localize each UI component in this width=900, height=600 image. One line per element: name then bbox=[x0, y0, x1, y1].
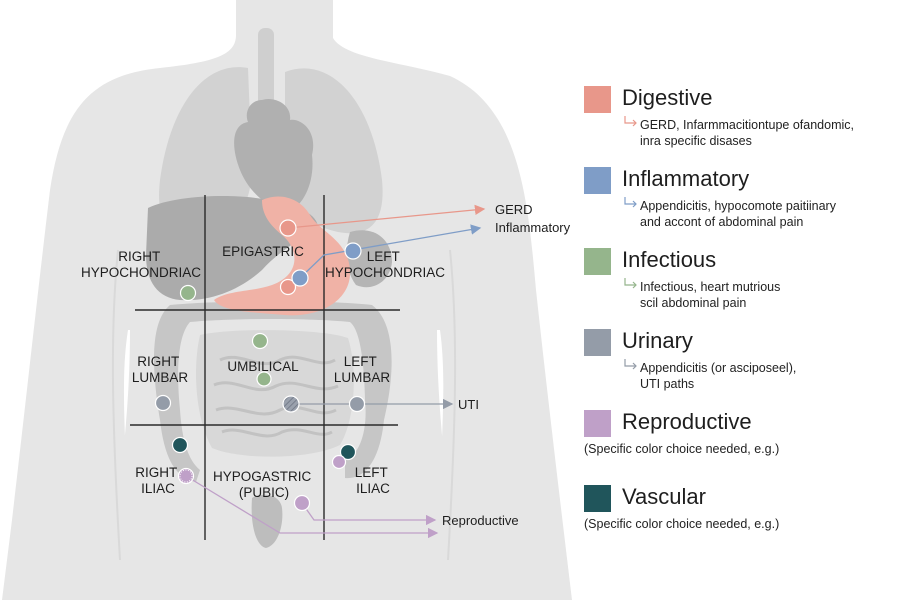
marker-reproductive-left-iliac bbox=[331, 454, 347, 470]
small-intestine-folds bbox=[213, 355, 339, 438]
large-intestine bbox=[154, 301, 392, 482]
arm-edge-left bbox=[447, 249, 457, 561]
region-label-umbilical: UMBILICAL bbox=[227, 359, 299, 374]
legend-swatch-inflammatory bbox=[584, 167, 611, 194]
legend-item-digestive: Digestive GERD, Infarmmacitiontupe ofand… bbox=[584, 84, 894, 149]
small-intestine bbox=[196, 330, 354, 457]
gerd-callout-line bbox=[287, 204, 486, 229]
marker-urinary-umbilical bbox=[282, 395, 300, 413]
legend-swatch-digestive bbox=[584, 86, 611, 113]
region-label-hypogastric: HYPOGASTRIC (PUBIC) bbox=[213, 469, 315, 500]
legend-swatch-urinary bbox=[584, 329, 611, 356]
legend-desc-digestive: GERD, Infarmmacitiontupe ofandomic, inra… bbox=[622, 116, 894, 149]
reproductive-callout-line-2 bbox=[185, 475, 439, 539]
callout-label-reproductive: Reproductive bbox=[442, 513, 519, 528]
region-label-right-lumbar: RIGHT LUMBAR bbox=[132, 354, 189, 385]
region-label-right-iliac: RIGHT ILIAC bbox=[135, 465, 181, 496]
callout-label-gerd: GERD bbox=[495, 202, 533, 217]
legend-desc-line: (Specific color choice needed, e.g.) bbox=[584, 442, 780, 456]
legend-desc-line: Appendicitis, hypocomote paitiinary bbox=[640, 199, 836, 213]
condition-markers bbox=[154, 219, 366, 512]
callout-lines bbox=[185, 204, 486, 539]
legend-desc-urinary: Appendicitis (or asciposeel), UTI paths bbox=[622, 359, 894, 392]
arm-edge-right bbox=[111, 249, 121, 561]
legend-swatch-vascular bbox=[584, 485, 611, 512]
marker-vascular-right-iliac bbox=[171, 436, 189, 454]
legend-title-vascular: Vascular bbox=[622, 484, 706, 509]
marker-infectious-upper-umbilical bbox=[251, 332, 269, 350]
marker-vascular-left-iliac bbox=[339, 443, 357, 461]
marker-inflammatory-stomach bbox=[291, 269, 309, 287]
legend-desc-infectious: Infectious, heart mutrious scil abdomina… bbox=[622, 278, 894, 311]
elbow-arrow-icon bbox=[624, 278, 637, 289]
marker-reproductive-right-iliac-texture bbox=[179, 469, 193, 483]
legend-item-urinary: Urinary Appendicitis (or asciposeel), UT… bbox=[584, 327, 894, 392]
legend-title-digestive: Digestive bbox=[622, 85, 713, 110]
legend-title-inflammatory: Inflammatory bbox=[622, 166, 750, 191]
legend-swatch-infectious bbox=[584, 248, 611, 275]
legend-title-urinary: Urinary bbox=[622, 328, 693, 353]
left-lung bbox=[285, 68, 383, 234]
stomach bbox=[214, 196, 351, 316]
marker-digestive-stomach bbox=[279, 278, 297, 296]
heart bbox=[234, 98, 314, 212]
legend: Digestive GERD, Infarmmacitiontupe ofand… bbox=[584, 84, 894, 532]
legend-desc-reproductive: (Specific color choice needed, e.g.) bbox=[584, 441, 894, 457]
legend-swatch-reproductive bbox=[584, 410, 611, 437]
legend-item-vascular: Vascular (Specific color choice needed, … bbox=[584, 483, 894, 532]
legend-desc-vascular: (Specific color choice needed, e.g.) bbox=[584, 516, 894, 532]
marker-infectious-right-hypochondriac bbox=[179, 284, 197, 302]
marker-infectious-umbilical bbox=[256, 371, 272, 387]
legend-desc-line: inra specific disases bbox=[640, 134, 752, 148]
legend-desc-line: UTI paths bbox=[640, 377, 695, 391]
inflammatory-callout-line bbox=[299, 224, 482, 279]
region-label-left-iliac: LEFT ILIAC bbox=[355, 465, 392, 496]
legend-item-inflammatory: Inflammatory Appendicitis, hypocomote pa… bbox=[584, 165, 894, 230]
marker-inflammatory-left-hypochondriac bbox=[344, 242, 362, 260]
legend-desc-line: and accont of abdominal pain bbox=[640, 215, 804, 229]
callout-label-uti: UTI bbox=[458, 397, 479, 412]
region-labels: RIGHT HYPOCHONDRIAC EPIGASTRIC LEFT HYPO… bbox=[81, 244, 445, 500]
region-label-epigastric: EPIGASTRIC bbox=[222, 244, 304, 259]
legend-desc-line: GERD, Infarmmacitiontupe ofandomic, bbox=[640, 118, 854, 132]
marker-urinary-left-lumbar bbox=[348, 395, 366, 413]
marker-urinary-right-lumbar bbox=[154, 394, 172, 412]
legend-item-infectious: Infectious Infectious, heart mutrious sc… bbox=[584, 246, 894, 311]
legend-title-reproductive: Reproductive bbox=[622, 409, 752, 434]
legend-desc-line: Appendicitis (or asciposeel), bbox=[640, 361, 797, 375]
region-grid bbox=[130, 195, 400, 540]
marker-reproductive-hypogastric bbox=[293, 494, 311, 512]
callout-labels: GERD Inflammatory UTI Reproductive bbox=[442, 202, 571, 528]
bladder bbox=[251, 494, 283, 548]
legend-item-reproductive: Reproductive (Specific color choice need… bbox=[584, 408, 894, 457]
elbow-arrow-icon bbox=[624, 116, 637, 127]
legend-desc-line: scil abdominal pain bbox=[640, 296, 747, 310]
legend-desc-line: Infectious, heart mutrious bbox=[640, 280, 781, 294]
trachea bbox=[258, 28, 274, 118]
marker-digestive-epigastric bbox=[279, 219, 297, 237]
legend-title-infectious: Infectious bbox=[622, 247, 717, 272]
region-label-right-hypochondriac: RIGHT HYPOCHONDRIAC bbox=[81, 249, 201, 280]
marker-reproductive-right-iliac bbox=[177, 467, 195, 485]
right-lung bbox=[159, 67, 252, 235]
callout-label-inflammatory: Inflammatory bbox=[495, 220, 571, 235]
elbow-arrow-icon bbox=[624, 359, 637, 370]
elbow-arrow-icon bbox=[624, 197, 637, 208]
legend-desc-line: (Specific color choice needed, e.g.) bbox=[584, 517, 780, 531]
region-label-left-lumbar: LEFT LUMBAR bbox=[334, 354, 391, 385]
region-label-left-hypochondriac: LEFT HYPOCHONDRIAC bbox=[325, 249, 445, 280]
legend-desc-inflammatory: Appendicitis, hypocomote paitiinary and … bbox=[622, 197, 894, 230]
